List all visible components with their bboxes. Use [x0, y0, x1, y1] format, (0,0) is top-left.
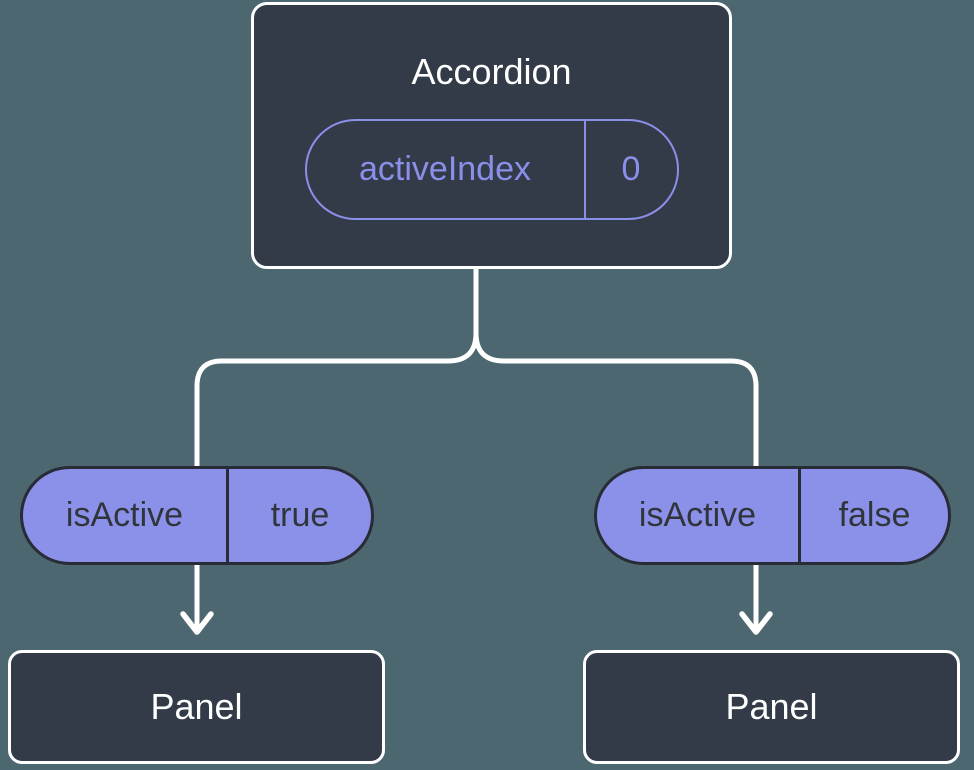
accordion-node: Accordion activeIndex 0	[251, 2, 732, 269]
arrowhead-left-icon	[180, 611, 214, 635]
panel-node-right: Panel	[583, 650, 960, 764]
state-pill-label: activeIndex	[359, 150, 531, 188]
panel-node-left: Panel	[8, 650, 385, 764]
prop-pill-isactive-false: isActive false	[594, 466, 951, 565]
prop-pill-label: isActive	[65, 496, 184, 534]
connector-root-to-left-child	[194, 263, 479, 633]
connector-root-to-right-child	[473, 263, 759, 633]
panel-node-title: Panel	[725, 686, 818, 727]
state-pill-activeindex: activeIndex 0	[304, 119, 679, 220]
state-pill-value: 0	[583, 121, 677, 218]
arrowhead-right-icon	[739, 611, 773, 635]
prop-pill-value: false	[798, 469, 948, 562]
prop-pill-label: isActive	[638, 496, 757, 534]
panel-node-title: Panel	[150, 686, 243, 727]
accordion-node-title: Accordion	[411, 51, 572, 92]
prop-pill-isactive-true: isActive true	[20, 466, 374, 565]
prop-pill-value: true	[226, 469, 371, 562]
